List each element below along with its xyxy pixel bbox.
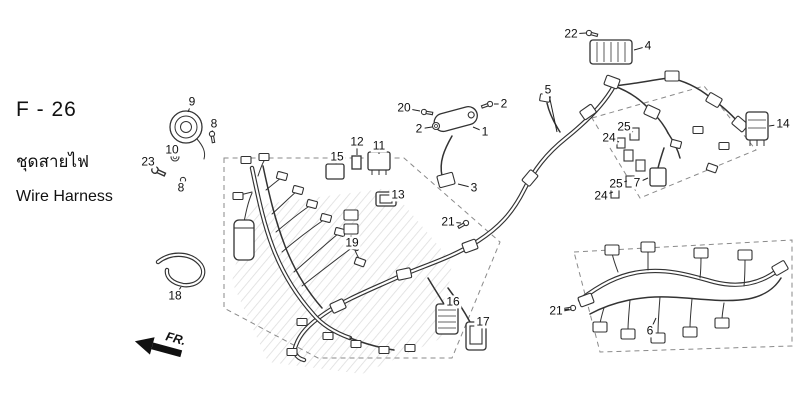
part-callout-2[interactable]: 2 (498, 96, 510, 111)
hatch-watermark (232, 188, 452, 374)
page-title-thai: ชุดสายไฟ (16, 152, 90, 171)
part-callout-23[interactable]: 23 (139, 154, 157, 169)
relay-part-14 (745, 111, 769, 146)
part-callout-15[interactable]: 15 (328, 149, 346, 164)
part-callout-25[interactable]: 25 (615, 119, 633, 134)
fr-direction-label: FR. (164, 329, 187, 348)
cdi-unit-part (589, 39, 633, 65)
part-callout-17[interactable]: 17 (474, 314, 492, 329)
part-callout-22[interactable]: 22 (562, 26, 580, 41)
part-callout-25[interactable]: 25 (607, 176, 625, 191)
part-callout-4[interactable]: 4 (642, 38, 654, 53)
part-callout-21[interactable]: 21 (439, 214, 457, 229)
page-title-en: Wire Harness (16, 188, 113, 205)
part-callout-1[interactable]: 1 (479, 124, 491, 139)
page-header: F - 26 ชุดสายไฟ Wire Harness (16, 98, 113, 206)
part-callout-21[interactable]: 21 (547, 303, 565, 318)
part-callout-11[interactable]: 11 (370, 138, 388, 153)
part-callout-16[interactable]: 16 (444, 294, 462, 309)
part-callout-18[interactable]: 18 (166, 288, 184, 303)
part-callout-24[interactable]: 24 (600, 130, 618, 145)
part-callout-3[interactable]: 3 (468, 180, 480, 195)
part-callout-9[interactable]: 9 (186, 94, 198, 109)
part-callout-13[interactable]: 13 (389, 187, 407, 202)
connectors (232, 70, 790, 357)
part-callout-12[interactable]: 12 (348, 134, 366, 149)
part-callout-8[interactable]: 8 (175, 180, 187, 195)
page-code: F - 26 (16, 98, 77, 121)
part-callout-2[interactable]: 2 (413, 121, 425, 136)
main-harness (292, 83, 617, 363)
part-callout-24[interactable]: 24 (592, 188, 610, 203)
part-callout-19[interactable]: 19 (343, 235, 361, 250)
part-callout-20[interactable]: 20 (395, 100, 413, 115)
dashed-regions (223, 85, 793, 359)
condenser-part (233, 219, 255, 261)
part-callout-7[interactable]: 7 (631, 175, 643, 190)
part-callout-8[interactable]: 8 (208, 116, 220, 131)
left-harness-assembly (239, 160, 395, 351)
part-callout-14[interactable]: 14 (774, 116, 792, 131)
control-unit-parts-16-17 (435, 303, 487, 351)
fuse-parts (610, 127, 667, 199)
part-callout-5[interactable]: 5 (542, 82, 554, 97)
tube-part-18 (155, 252, 206, 288)
part-callout-10[interactable]: 10 (163, 142, 181, 157)
ignition-coil-part (431, 106, 478, 133)
fr-arrow: FR. (134, 329, 187, 358)
part-callout-6[interactable]: 6 (644, 323, 656, 338)
